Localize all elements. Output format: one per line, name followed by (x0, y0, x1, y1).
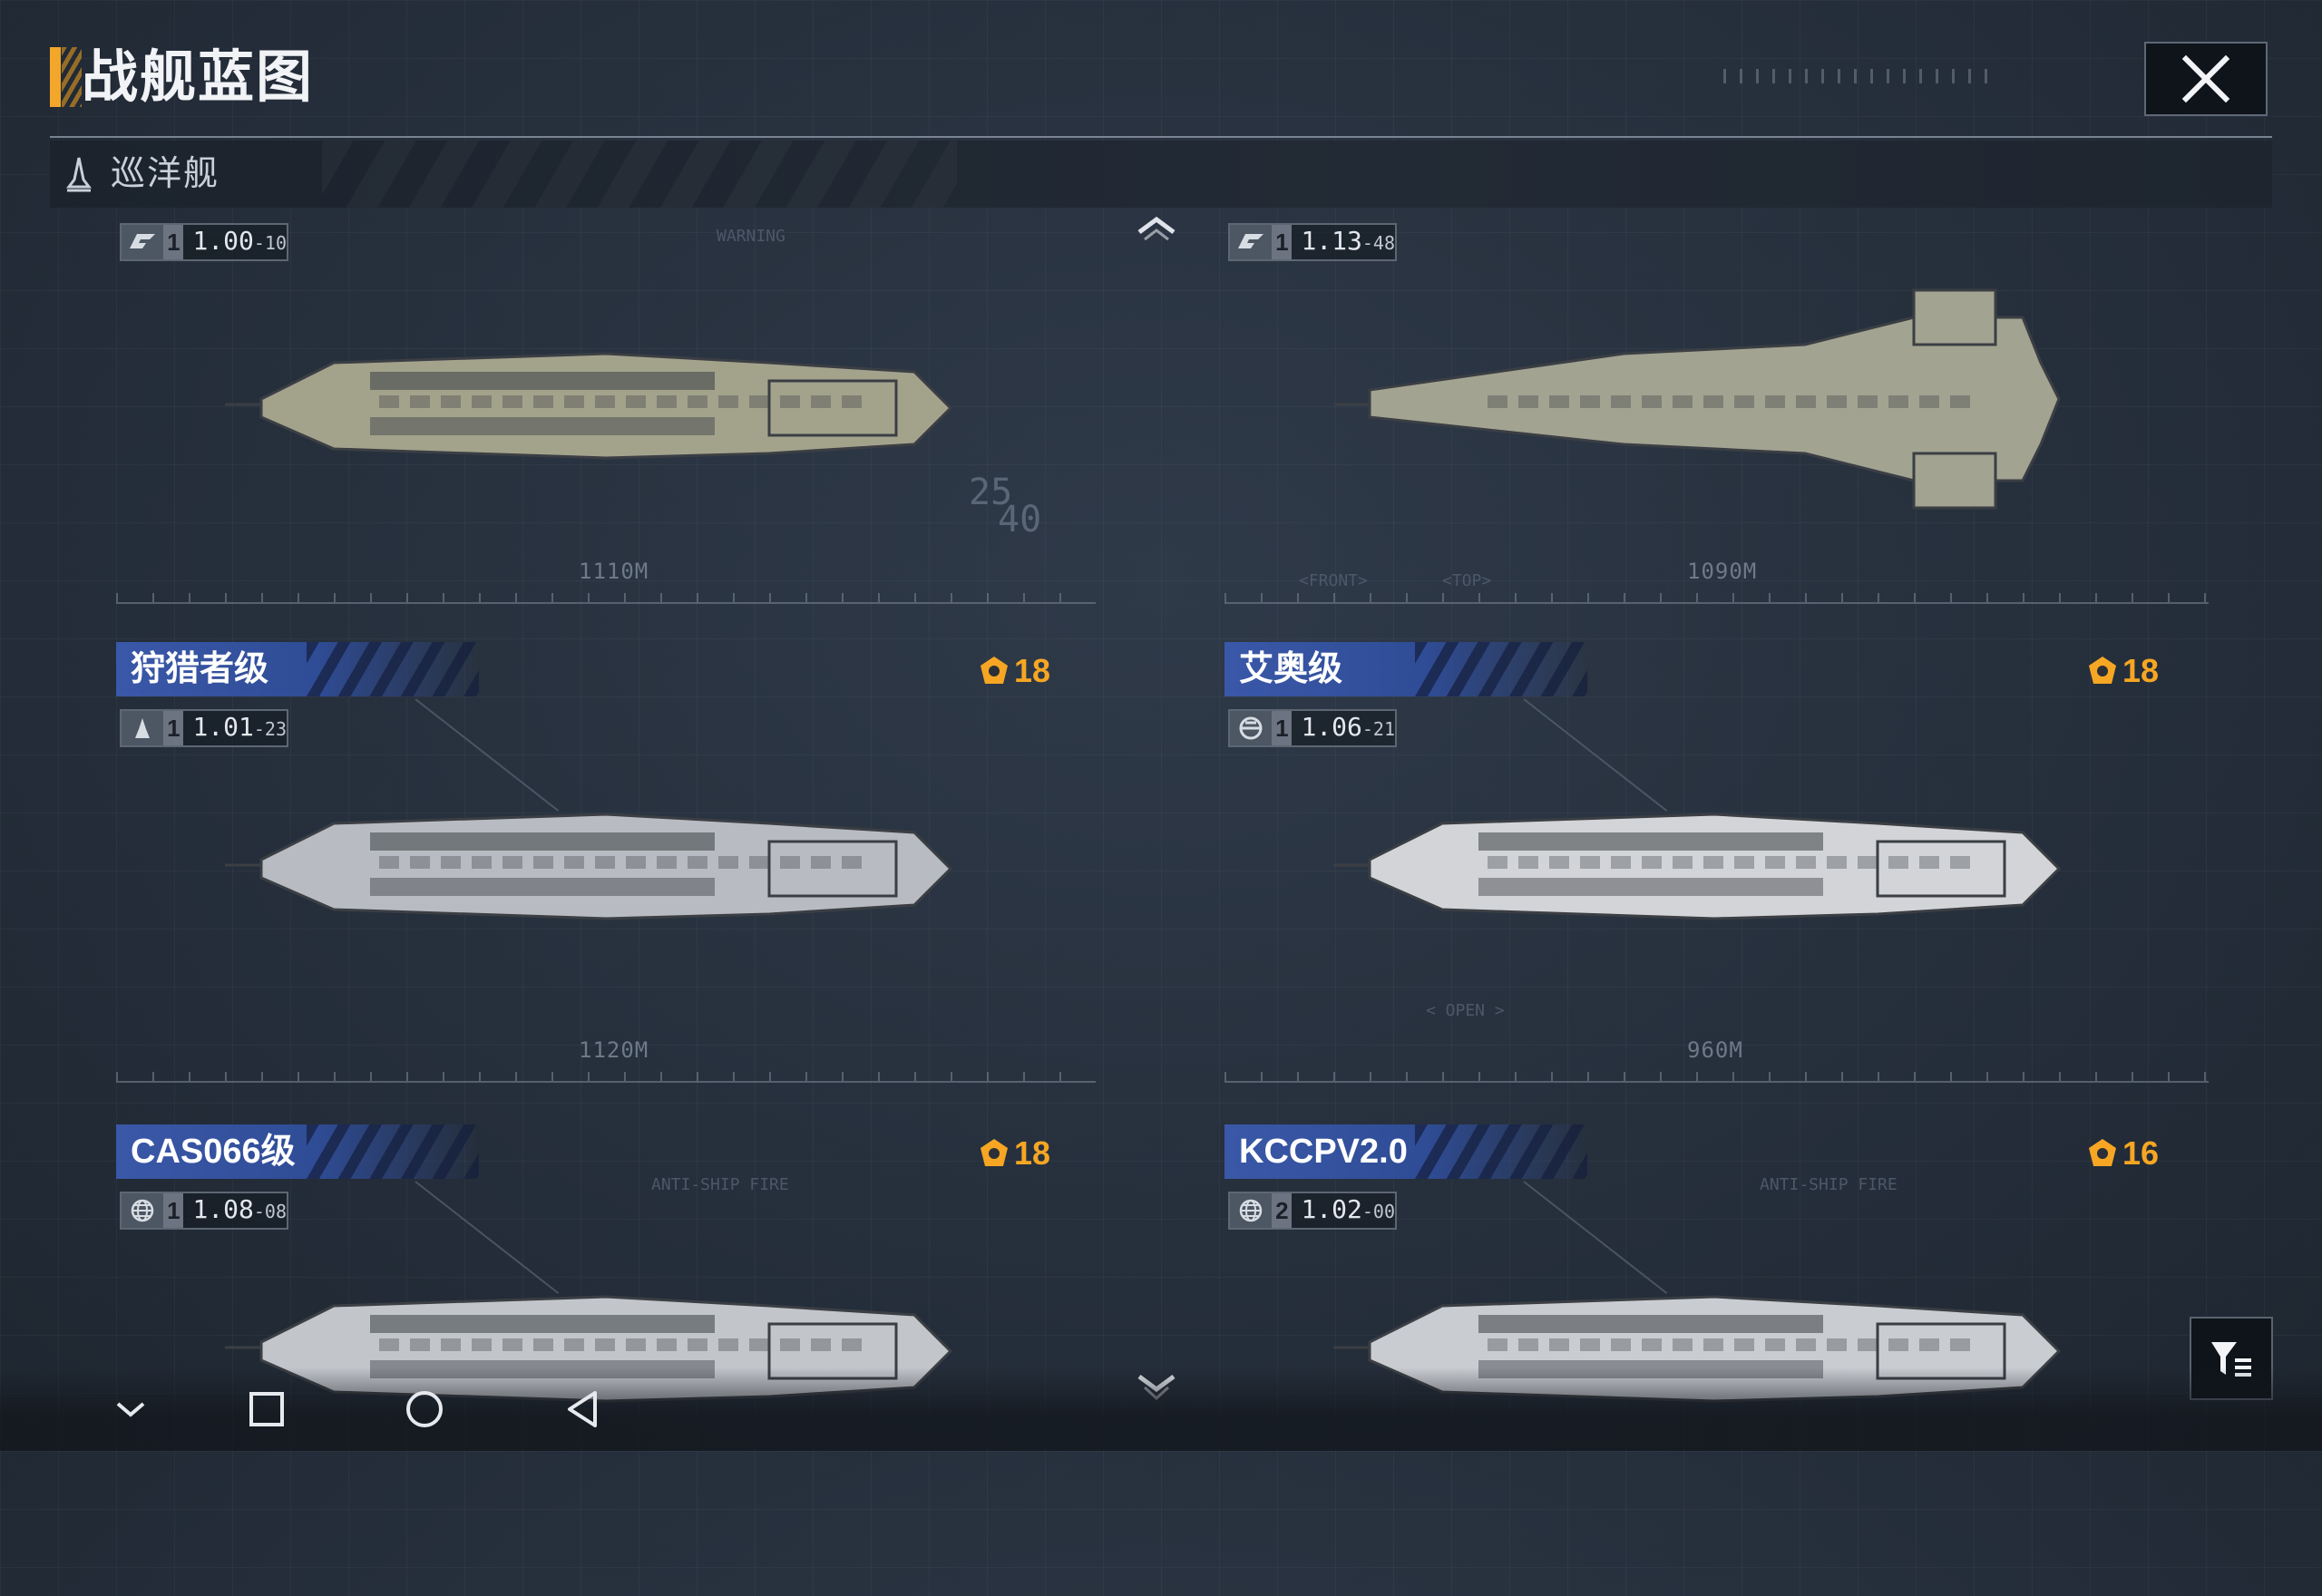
tech-version: 1.01-23 (192, 712, 287, 742)
ship-length: 1090M (1687, 559, 1758, 584)
header-divider (50, 136, 2272, 138)
deco-num: 40 (998, 499, 1042, 540)
nav-recents-icon[interactable] (243, 1386, 290, 1433)
ship-tech-stat: 1 1.00-10 (120, 223, 288, 261)
faction-a-icon (130, 234, 156, 248)
ship-name-plate: 狩猎者级 (116, 642, 479, 696)
deco-open: < OPEN > (1426, 1001, 1505, 1020)
length-ruler (1224, 1068, 2209, 1083)
ship-tech-stat: 2 1.02-00 (1228, 1192, 1397, 1230)
build-cost: 18 (2086, 653, 2159, 689)
cost-value: 18 (1014, 652, 1051, 689)
deco-warning: WARNING (717, 227, 785, 246)
ship-length: 960M (1687, 1037, 1743, 1063)
close-button[interactable] (2144, 42, 2268, 116)
cost-value: 18 (1014, 1134, 1051, 1172)
page-title: 战舰蓝图 (82, 46, 315, 109)
cost-value: 16 (2122, 1134, 2160, 1172)
globe-icon (1239, 1199, 1263, 1222)
category-bar (50, 141, 2272, 208)
cost-emblem-icon (981, 657, 1008, 684)
cost-value: 18 (2122, 652, 2160, 689)
ship-card[interactable]: KCCPV2.0 16 2 1.02-00 (1224, 1124, 2222, 1596)
cost-emblem-icon (2089, 657, 2116, 684)
tech-level: 1 (163, 225, 184, 259)
length-ruler (1224, 589, 2209, 604)
ship-name-plate: KCCPV2.0 (1224, 1124, 1587, 1179)
ship-card[interactable]: 狩猎者级 18 1 1.01-23 1120M (116, 642, 1114, 1114)
globe-icon (131, 1199, 154, 1222)
ship-blueprint-image (225, 813, 953, 920)
ship-blueprint-image (1333, 288, 2061, 510)
ship-blueprint-image (1333, 813, 2062, 920)
faction-b-icon (1239, 716, 1263, 740)
rocket-icon (135, 718, 151, 738)
ship-tech-stat: 1 1.06-21 (1228, 709, 1397, 747)
tech-level: 1 (163, 1193, 184, 1228)
ship-card[interactable]: 1 1.13-48 1090M (1224, 209, 2222, 680)
ship-blueprint-image (225, 352, 953, 460)
close-icon (2181, 54, 2230, 103)
length-ruler (116, 1068, 1096, 1083)
deco-top: <TOP> (1442, 571, 1492, 590)
tech-level: 1 (1272, 711, 1293, 745)
scroll-up-icon[interactable] (1136, 214, 1177, 243)
ship-card[interactable]: 1 1.00-10 1110M (116, 209, 1114, 680)
build-cost: 18 (978, 653, 1050, 689)
title-accent-stripes (62, 47, 82, 107)
cruiser-class-icon (66, 157, 92, 192)
tech-level: 2 (1272, 1193, 1293, 1228)
deco-front: <FRONT> (1299, 571, 1368, 590)
faction-a-icon (1238, 234, 1264, 248)
tech-level: 1 (1272, 225, 1293, 259)
category-title: 巡洋舰 (111, 155, 220, 193)
ship-name: KCCPV2.0 (1239, 1133, 1408, 1171)
cost-emblem-icon (981, 1139, 1008, 1166)
build-cost: 16 (2086, 1135, 2159, 1172)
ship-card[interactable]: CAS066级 18 1 1.08-08 (116, 1124, 1114, 1596)
ship-tech-stat: 1 1.13-48 (1228, 223, 1397, 261)
length-ruler (116, 589, 1096, 604)
title-accent-bar (50, 47, 61, 107)
tech-level: 1 (163, 711, 184, 745)
ship-tech-stat: 1 1.08-08 (120, 1192, 288, 1230)
ship-name-plate: CAS066级 (116, 1124, 479, 1179)
ship-name: 狩猎者级 (131, 650, 269, 688)
deco-anti-ship: ANTI-SHIP FIRE (1760, 1175, 1898, 1194)
tech-version: 1.02-00 (1301, 1194, 1395, 1224)
deco-anti-ship: ANTI-SHIP FIRE (651, 1175, 789, 1194)
header-decoration (1723, 69, 1995, 83)
deco-num: 25 (969, 472, 1013, 513)
tech-version: 1.00-10 (192, 226, 287, 256)
build-cost: 18 (978, 1135, 1050, 1172)
ship-card[interactable]: 艾奥级 18 1 1.06-21 960M (1224, 642, 2222, 1114)
nav-back-icon[interactable] (561, 1386, 608, 1433)
cost-emblem-icon (2089, 1139, 2116, 1166)
tech-version: 1.13-48 (1301, 226, 1395, 256)
ship-name: CAS066级 (131, 1133, 296, 1171)
tech-version: 1.08-08 (192, 1194, 287, 1224)
nav-home-icon[interactable] (401, 1386, 448, 1433)
ship-name-plate: 艾奥级 (1224, 642, 1587, 696)
ship-length: 1120M (579, 1037, 649, 1063)
tech-version: 1.06-21 (1301, 712, 1395, 742)
system-nav-bar (0, 1367, 2322, 1451)
ship-length: 1110M (579, 559, 649, 584)
nav-collapse-icon[interactable] (107, 1386, 154, 1433)
ship-name: 艾奥级 (1239, 650, 1343, 688)
ship-tech-stat: 1 1.01-23 (120, 709, 288, 747)
